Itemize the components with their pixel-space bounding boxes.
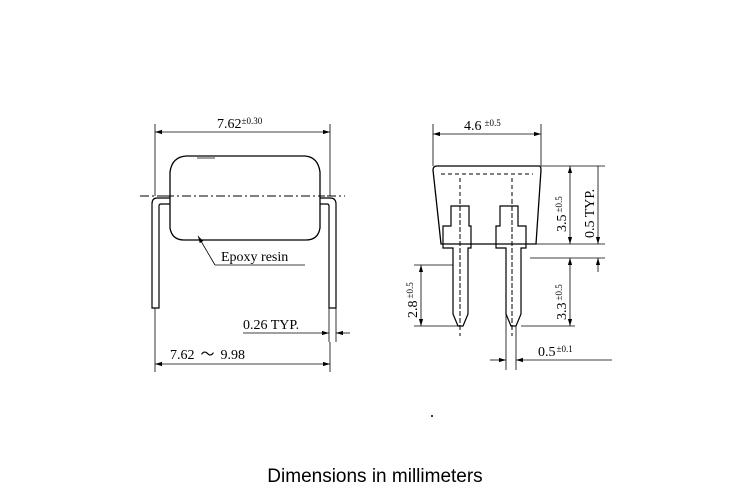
lead-length-label: 3.3±0.5	[554, 284, 570, 320]
front-view: 7.62±0.30 Epoxy resin 0.26 TYP. 7.62～9.9…	[140, 116, 350, 372]
side-body	[432, 165, 542, 245]
side-right-lead	[495, 205, 527, 327]
left-lead	[151, 197, 176, 309]
lead-thickness-label: 0.26 TYP.	[243, 318, 299, 333]
side-left-lead	[442, 205, 472, 327]
standoff-label: 0.5 TYP.	[583, 189, 598, 238]
epoxy-body	[169, 155, 321, 241]
side-view: 4.6±0.5 3.5±0.5 0.5 TYP. 3.3±0.5	[405, 118, 612, 417]
body-height-label: 3.5±0.5	[554, 196, 570, 232]
right-lead	[312, 197, 337, 309]
epoxy-leader	[197, 235, 216, 266]
lead-span-label: 7.62～9.98	[170, 348, 245, 363]
epoxy-resin-note: Epoxy resin	[221, 250, 288, 265]
body-width-label: 4.6±0.5	[464, 118, 501, 134]
tip-length-label: 2.8±0.5	[405, 282, 421, 318]
lead-width-label: 0.5±0.1	[538, 344, 573, 360]
body-length-label: 7.62±0.30	[217, 116, 263, 132]
caption: Dimensions in millimeters	[267, 466, 483, 487]
